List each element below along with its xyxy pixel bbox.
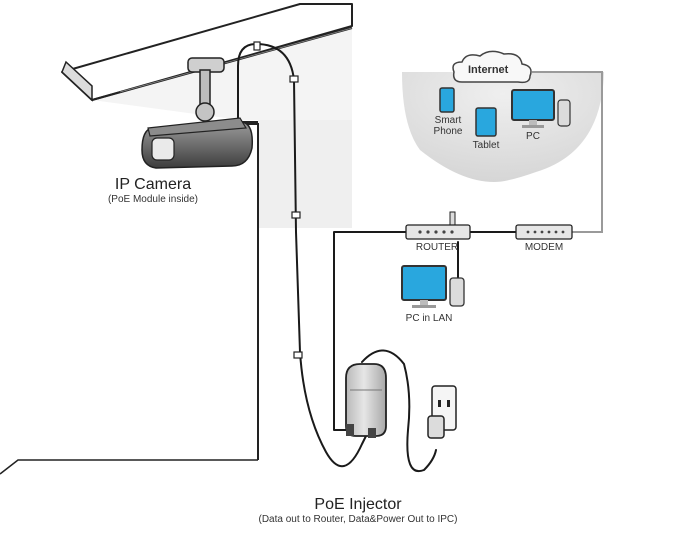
mount-joint <box>195 102 215 122</box>
roof-underside <box>92 28 352 120</box>
outlet-slot <box>447 400 450 407</box>
tablet-device <box>475 107 497 137</box>
tablet-label: Tablet <box>472 140 500 151</box>
wall-shade <box>258 120 352 228</box>
pc-tower <box>557 99 571 127</box>
wall-base <box>0 459 258 475</box>
camera-title: IP Camera <box>114 176 192 193</box>
data-cable-router <box>333 231 407 431</box>
camera-subtitle: (PoE Module inside) <box>107 194 199 205</box>
cable-clips <box>253 41 303 359</box>
power-outlet <box>427 385 457 439</box>
cable-clip <box>289 75 299 83</box>
cloud-icon <box>452 50 532 84</box>
cloud-label: Internet <box>468 64 509 76</box>
smartphone-label-line2: Phone <box>433 126 463 137</box>
smartphone-label-line1: Smart <box>434 115 462 126</box>
camera-hood <box>147 117 248 137</box>
power-plug <box>427 415 445 439</box>
pc-monitor-stand <box>529 120 537 125</box>
lan-monitor <box>401 265 447 301</box>
ip-camera <box>141 57 254 169</box>
poe-injector <box>345 363 387 438</box>
camera-lens <box>151 137 175 161</box>
router-leds <box>418 230 454 234</box>
roof-rafter <box>119 27 353 93</box>
injector-port <box>346 424 354 436</box>
building <box>0 3 353 475</box>
wall-outline <box>246 123 259 460</box>
modem-leds <box>526 230 565 234</box>
cable-clip <box>253 41 261 51</box>
injector-cable-loop <box>361 349 437 473</box>
injector-title: PoE Injector <box>314 496 402 513</box>
router-body <box>405 224 471 240</box>
cable-clip <box>293 351 303 359</box>
lan-pc-tower <box>449 277 465 307</box>
router-antenna <box>449 211 456 227</box>
modem <box>515 224 573 240</box>
pc-lan-label: PC in LAN <box>405 313 453 324</box>
modem-label: MODEM <box>524 242 564 253</box>
internet-devices <box>439 87 571 137</box>
smartphone-label: Smart Phone <box>428 115 468 137</box>
router-label: ROUTER <box>415 242 459 253</box>
injector-port <box>368 428 376 438</box>
pc-monitor <box>511 89 555 121</box>
cable-clip <box>291 211 301 219</box>
router <box>405 211 471 240</box>
pc-monitor-base <box>522 125 544 128</box>
modem-internet-link <box>532 71 603 233</box>
fascia <box>61 60 93 102</box>
injector-subtitle: (Data out to Router, Data&Power Out to I… <box>258 514 458 525</box>
lan-monitor-stand <box>420 300 428 306</box>
smartphone-device <box>439 87 455 113</box>
modem-body <box>515 224 573 240</box>
pc-in-lan <box>401 265 465 308</box>
pc-label: PC <box>526 131 540 142</box>
outlet-slot <box>438 400 441 407</box>
lan-monitor-base <box>412 305 436 308</box>
